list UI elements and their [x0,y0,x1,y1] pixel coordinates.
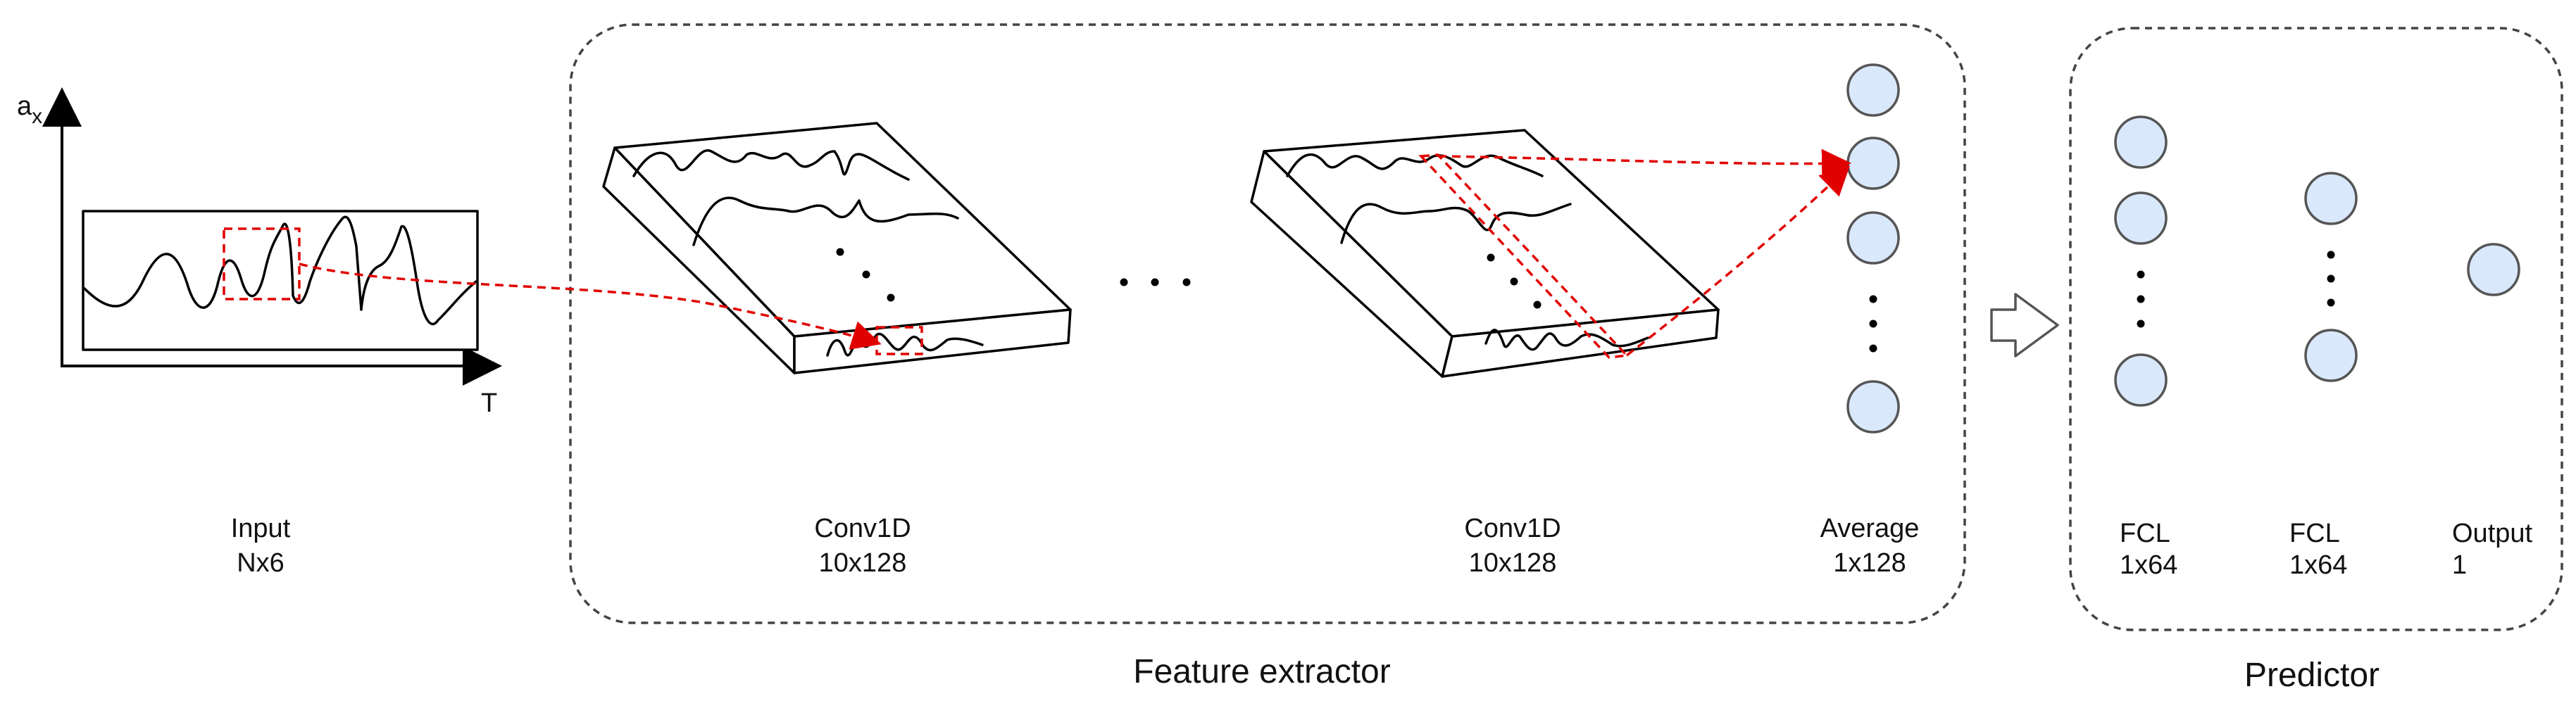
feature-extractor-group [569,23,1966,624]
x-axis-label: T [481,388,497,418]
fcl1-ellipsis-dot-3 [2137,320,2145,328]
fcl-layer-1 [2114,115,2168,407]
conv1d-block-2 [1250,129,1720,378]
fcl1-label: FCL 1x64 [2120,519,2177,580]
fcl-layer-2 [2304,172,2358,382]
feature-extractor-title: Feature extractor [1133,653,1391,690]
conv1-label: Conv1D 10x128 [814,514,911,578]
conv1-ellipsis-dot-3 [887,293,895,302]
svg-text:1x64: 1x64 [2120,550,2177,580]
conv2-top-wave-1 [1286,153,1544,177]
conv1-ellipsis-dot-1 [836,248,844,256]
svg-text:10x128: 10x128 [1469,548,1557,578]
svg-text:Nx6: Nx6 [237,548,285,578]
conv1-top-wave-2 [692,196,959,246]
output-label: Output 1 [2452,519,2533,580]
fcl2-label: FCL 1x64 [2289,519,2347,580]
conv2-ellipsis-dot-2 [1510,277,1518,286]
input-waveform [83,215,477,326]
fcl1-ellipsis-dot-2 [2137,295,2145,303]
conv2-receptive-window [1418,153,1630,359]
svg-text:FCL: FCL [2120,519,2170,548]
predictor-group [2069,27,2563,631]
average-ellipsis-dot-1 [1869,295,1877,303]
conv1d-block-1 [602,122,1072,374]
conv1-front-wave [826,332,984,357]
fcl1-neuron-last [2114,353,2168,407]
svg-text:Conv1D: Conv1D [814,514,911,543]
svg-text:1x128: 1x128 [1833,548,1906,578]
average-connector-junction [1838,160,1848,170]
right-arrow-outline-icon [1990,293,2059,358]
conv2-front-wave [1484,329,1649,351]
conv1-front-face [793,308,1072,374]
conv2-ellipsis-dot-1 [1487,253,1495,262]
svg-text:1x64: 1x64 [2289,550,2347,580]
average-neuron-3 [1846,211,1900,265]
fcl2-neuron-last [2304,329,2358,382]
average-ellipsis-dot-3 [1869,344,1877,353]
conv2-to-average-connector-bottom [1625,165,1851,357]
conv2-label: Conv1D 10x128 [1464,514,1561,578]
average-layer [1846,63,1900,434]
svg-text:Output: Output [2452,519,2533,548]
input-to-conv1-connector [299,263,882,350]
input-receptive-window [223,227,301,301]
conv2-top-wave-2 [1340,203,1572,244]
conv2-ellipsis-dot-3 [1533,301,1542,309]
svg-text:FCL: FCL [2289,519,2340,548]
fcl1-ellipsis-dot-1 [2137,270,2145,279]
conv2-to-average-connector-top [1437,148,1851,179]
fcl2-ellipsis-dot-3 [2327,298,2335,307]
output-neuron [2467,243,2520,296]
fcl2-ellipsis-dot-2 [2327,274,2335,283]
svg-text:Average: Average [1820,514,1920,543]
average-neuron-1 [1846,63,1900,117]
svg-text:1: 1 [2452,550,2467,580]
input-signal-panel: ax T [17,87,502,418]
ellipsis-dots-icon [1120,278,1191,286]
average-ellipsis-dot-2 [1869,320,1877,328]
fcl2-neuron-1 [2304,172,2358,225]
average-neuron-2 [1846,137,1900,190]
conv1-ellipsis-dot-2 [862,270,870,279]
svg-text:10x128: 10x128 [819,548,907,578]
fcl1-neuron-2 [2114,191,2168,245]
average-label: Average 1x128 [1820,514,1920,578]
svg-text:Input: Input [231,514,291,543]
conv1-top-wave-1 [632,149,910,181]
input-label: Input Nx6 [231,514,291,578]
svg-text:Conv1D: Conv1D [1464,514,1561,543]
output-layer [2467,243,2520,296]
average-neuron-last [1846,380,1900,434]
conv2-front-face [1441,308,1720,378]
fcl1-neuron-1 [2114,115,2168,169]
predictor-title: Predictor [2244,657,2380,694]
y-axis-label: ax [17,91,42,128]
fcl2-ellipsis-dot-1 [2327,251,2335,259]
